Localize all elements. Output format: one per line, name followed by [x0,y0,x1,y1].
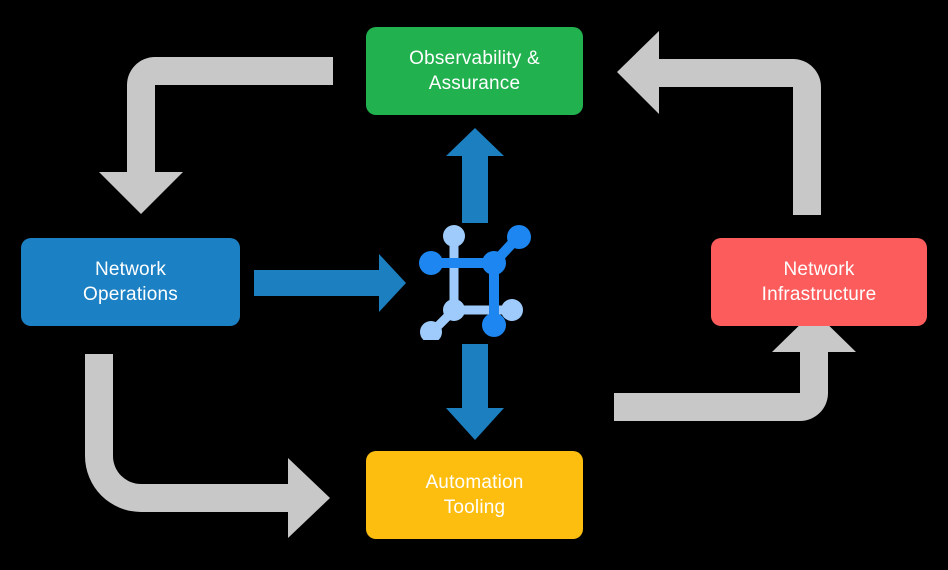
gray-arrow-operations-to-automation [85,354,330,538]
node-box-observability[interactable]: Observability & Assurance [366,27,583,115]
node-box-automation-tooling[interactable]: Automation Tooling [366,451,583,539]
node-box-network-infrastructure[interactable]: Network Infrastructure [711,238,927,326]
blue-arrow-hub-to-observability [446,128,504,223]
blue-arrow-operations-to-hub [254,254,406,312]
network-topology-icon [418,220,534,340]
blue-arrow-hub-to-automation [446,344,504,440]
gray-arrow-infrastructure-to-observability [617,31,821,215]
topology-dark-nodes [419,225,531,337]
gray-arrow-automation-to-infrastructure [614,311,856,421]
gray-arrow-observability-to-operations [99,57,333,214]
node-box-network-operations[interactable]: Network Operations [21,238,240,326]
topology-light-nodes [420,225,523,340]
